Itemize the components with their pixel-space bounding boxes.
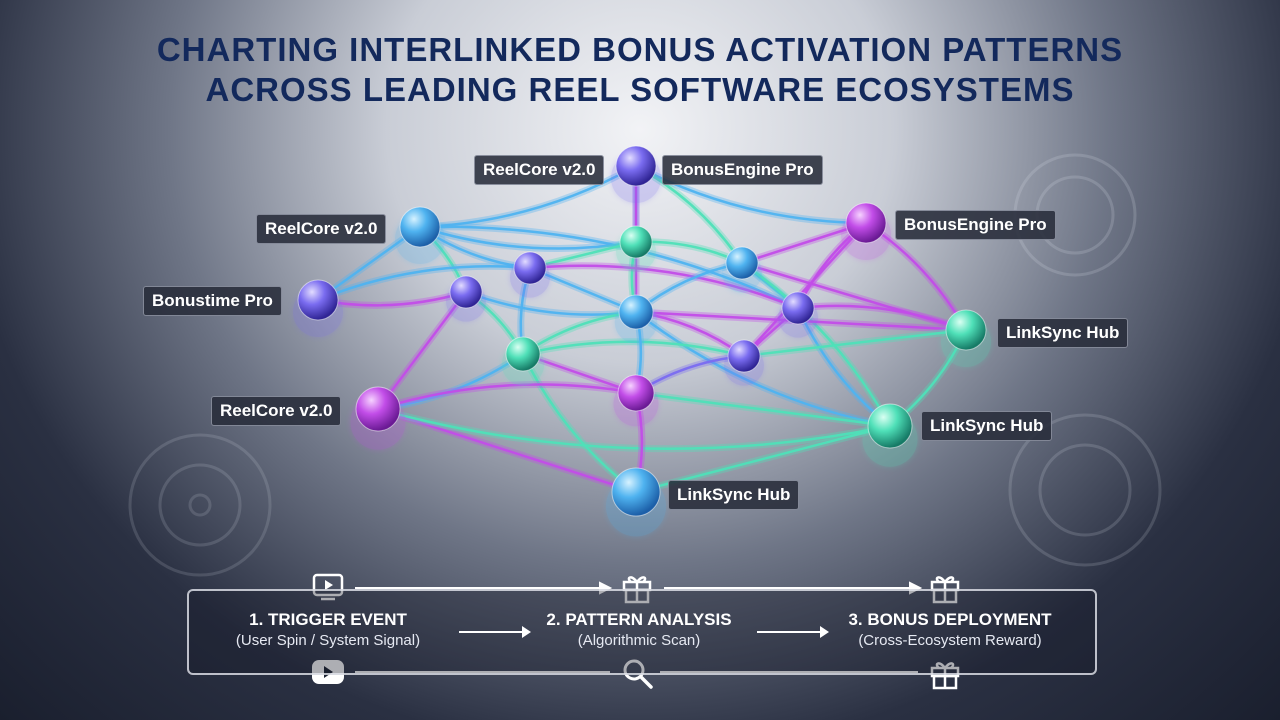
node-n_top bbox=[615, 145, 657, 187]
network-edge bbox=[316, 265, 532, 302]
gift-icon bbox=[930, 576, 960, 604]
network-edge bbox=[528, 264, 800, 310]
node-h2 bbox=[513, 251, 547, 285]
label-linksync-mid: LinkSync Hub bbox=[921, 411, 1053, 441]
network-edge bbox=[418, 225, 638, 250]
youtube-icon bbox=[312, 660, 344, 684]
label-linksync-bottom: LinkSync Hub bbox=[668, 480, 800, 510]
flow-step-deployment: 3. BONUS DEPLOYMENT (Cross-Ecosystem Rew… bbox=[825, 609, 1075, 651]
title-line-2: ACROSS LEADING REEL SOFTWARE ECOSYSTEMS bbox=[205, 71, 1075, 108]
flow-step-subtitle: (User Spin / System Signal) bbox=[235, 632, 421, 649]
gift-icon bbox=[930, 662, 960, 690]
flow-step-title: 1. TRIGGER EVENT bbox=[249, 610, 407, 629]
search-icon bbox=[623, 659, 653, 689]
title-line-1: CHARTING INTERLINKED BONUS ACTIVATION PA… bbox=[156, 31, 1124, 68]
node-h6 bbox=[781, 291, 815, 325]
label-top-bonusengine: BonusEngine Pro bbox=[662, 155, 823, 185]
network-edge bbox=[376, 383, 638, 411]
process-flow-box: 1. TRIGGER EVENT (User Spin / System Sig… bbox=[187, 589, 1097, 675]
label-reelcore-upper: ReelCore v2.0 bbox=[256, 214, 387, 244]
gear-icon bbox=[1008, 413, 1162, 567]
network-edge bbox=[796, 304, 968, 332]
page-title: CHARTING INTERLINKED BONUS ACTIVATION PA… bbox=[0, 30, 1280, 110]
flow-arrow bbox=[459, 626, 531, 638]
node-h3 bbox=[725, 246, 759, 280]
flow-step-title: 2. PATTERN ANALYSIS bbox=[546, 610, 732, 629]
label-reelcore-lower: ReelCore v2.0 bbox=[211, 396, 342, 426]
network-edge bbox=[742, 328, 968, 358]
play-icon bbox=[312, 573, 344, 601]
network-edge bbox=[740, 261, 892, 428]
node-h5 bbox=[618, 294, 654, 330]
flow-arrow bbox=[757, 626, 829, 638]
node-n_rc2 bbox=[355, 386, 401, 432]
flow-step-analysis: 2. PATTERN ANALYSIS (Algorithmic Scan) bbox=[519, 609, 759, 651]
node-n_btp bbox=[297, 279, 339, 321]
node-n_lsh3 bbox=[611, 467, 661, 517]
compass-icon bbox=[128, 433, 272, 577]
node-h1 bbox=[619, 225, 653, 259]
node-n_rc1 bbox=[399, 206, 441, 248]
node-h4 bbox=[449, 275, 483, 309]
network-nodes bbox=[293, 145, 991, 537]
label-bonusengine-right: BonusEngine Pro bbox=[895, 210, 1056, 240]
flow-step-trigger: 1. TRIGGER EVENT (User Spin / System Sig… bbox=[203, 609, 453, 651]
node-h8 bbox=[727, 339, 761, 373]
label-linksync-right: LinkSync Hub bbox=[997, 318, 1129, 348]
network-edge bbox=[634, 310, 892, 428]
network-edge bbox=[376, 407, 638, 494]
flow-step-title: 3. BONUS DEPLOYMENT bbox=[848, 610, 1052, 629]
network-edge bbox=[634, 391, 892, 428]
network-edge bbox=[418, 164, 638, 229]
node-n_lsh1 bbox=[945, 309, 987, 351]
label-top-left-reelcore: ReelCore v2.0 bbox=[474, 155, 605, 185]
node-h9 bbox=[617, 374, 655, 412]
network-edge bbox=[376, 407, 892, 451]
node-h7 bbox=[505, 336, 541, 372]
flow-step-subtitle: (Algorithmic Scan) bbox=[577, 632, 701, 649]
node-n_lsh2 bbox=[867, 403, 913, 449]
node-n_bep bbox=[845, 202, 887, 244]
flow-step-subtitle: (Cross-Ecosystem Reward) bbox=[858, 632, 1042, 649]
label-bonustime: Bonustime Pro bbox=[143, 286, 282, 316]
